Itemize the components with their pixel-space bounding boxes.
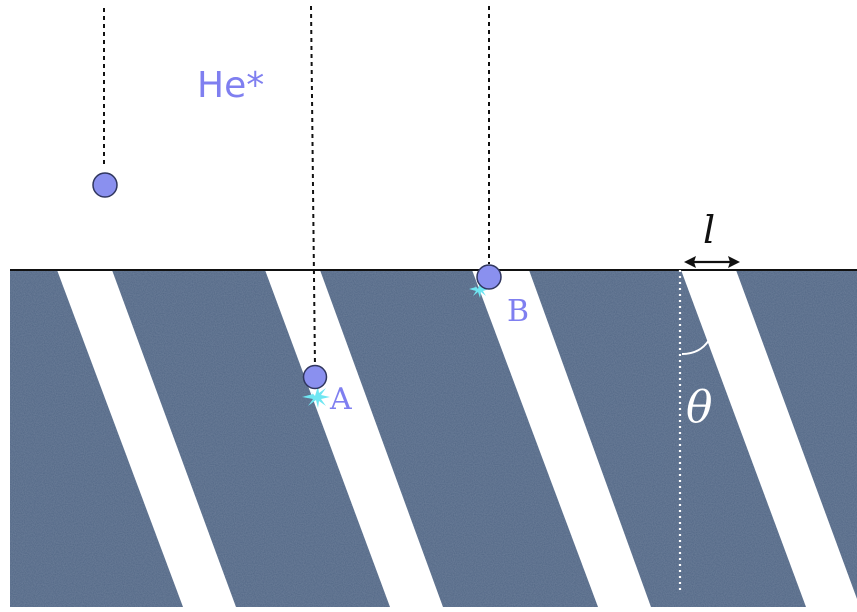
substrate — [10, 270, 857, 607]
point-b-label: B — [507, 294, 529, 329]
point-a-label: A — [329, 382, 352, 417]
atom-b — [477, 265, 501, 289]
angle-label: θ — [686, 382, 713, 433]
width-arrow — [684, 256, 740, 268]
species-label: He* — [197, 65, 264, 106]
width-label: l — [703, 208, 715, 252]
atom-falling — [93, 173, 117, 197]
trajectory-line-2 — [311, 6, 315, 368]
atom-a — [304, 366, 327, 389]
